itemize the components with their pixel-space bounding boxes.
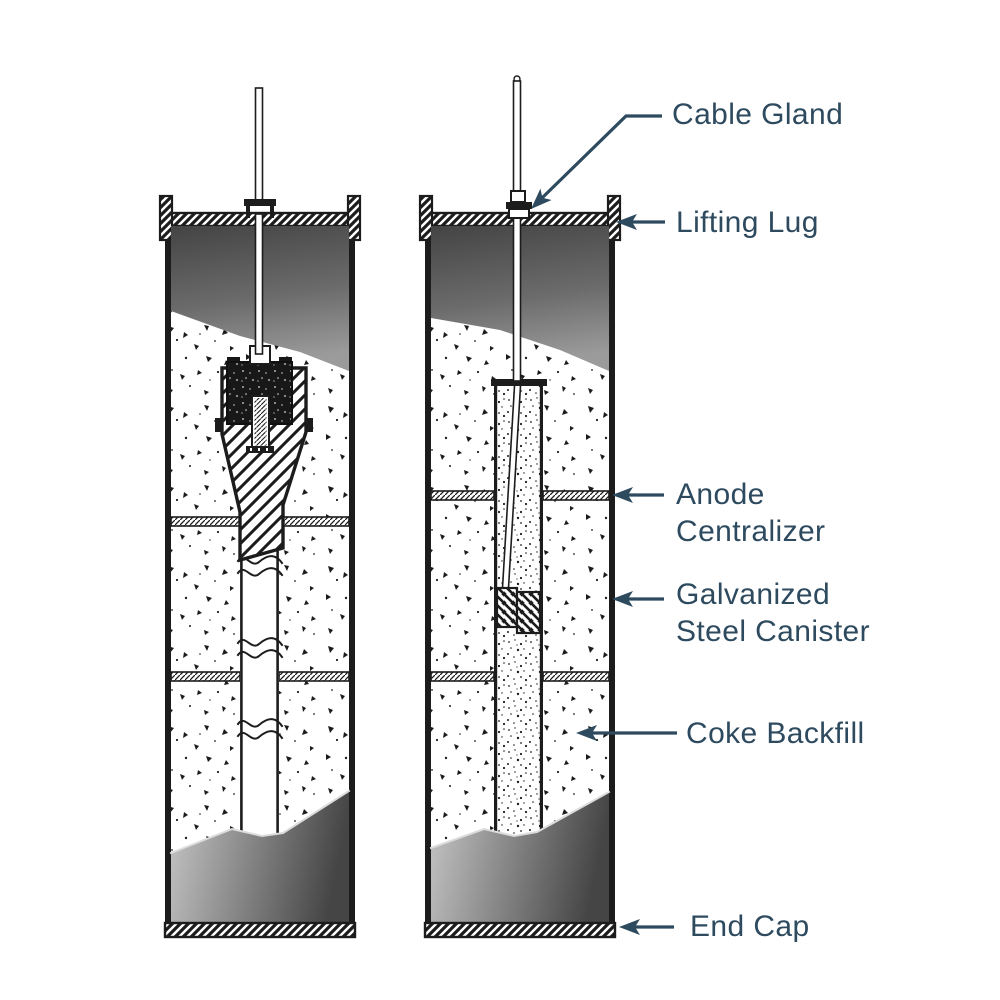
label-galvanized-steel-canister: Galvanized Steel Canister bbox=[676, 578, 871, 648]
anode-core-rod bbox=[236, 540, 284, 834]
label-cable-gland: Cable Gland bbox=[672, 98, 844, 131]
bottom-shading bbox=[431, 792, 609, 923]
inner-anode bbox=[495, 586, 542, 635]
bottom-shading bbox=[171, 791, 349, 923]
anode-side-tab bbox=[305, 418, 313, 432]
end-cap-arrow bbox=[619, 919, 674, 935]
coke-backfill-arrow bbox=[576, 725, 677, 741]
label-end-cap: End Cap bbox=[690, 910, 810, 943]
right-canister bbox=[423, 75, 617, 939]
inner-cable bbox=[501, 385, 522, 589]
label-coke-backfill: Coke Backfill bbox=[686, 717, 865, 750]
anode-centralizer-arrow bbox=[612, 487, 664, 503]
label-lifting-lug: Lifting Lug bbox=[676, 206, 819, 239]
galvanized-steel-canister-arrow bbox=[612, 591, 664, 607]
anode-cable bbox=[254, 87, 264, 355]
left-canister bbox=[163, 87, 357, 939]
cable-connection-block bbox=[226, 345, 293, 453]
end-cap bbox=[163, 921, 357, 939]
end-cap bbox=[423, 921, 617, 939]
cable-gland bbox=[244, 199, 276, 218]
callout-arrows bbox=[531, 114, 677, 935]
cable-gland bbox=[506, 190, 532, 219]
anode-cable bbox=[512, 75, 522, 382]
lifting-lug-arrow bbox=[616, 214, 665, 230]
anode-side-tab bbox=[215, 418, 223, 432]
label-anode-centralizer: Anode Centralizer bbox=[676, 478, 826, 548]
cable-gland-arrow bbox=[531, 114, 662, 210]
